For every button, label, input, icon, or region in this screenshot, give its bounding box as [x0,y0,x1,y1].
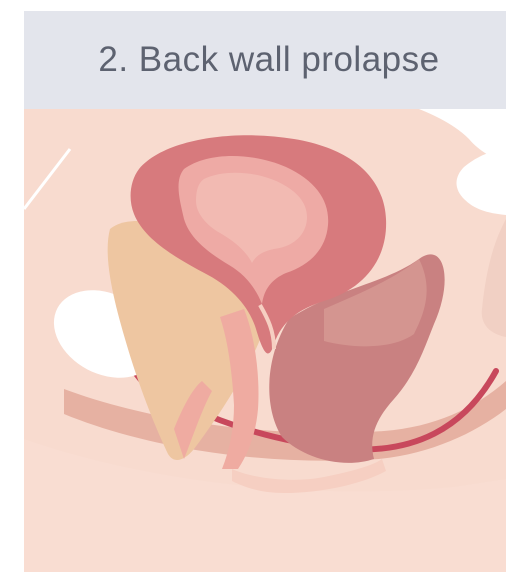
pelvic-anatomy-svg [24,109,506,572]
pelvic-anatomy-illustration [24,109,506,572]
card-header: 2. Back wall prolapse [24,11,506,109]
prolapse-card: 2. Back wall prolapse [24,11,506,572]
diagram-title: 2. Back wall prolapse [98,40,439,80]
